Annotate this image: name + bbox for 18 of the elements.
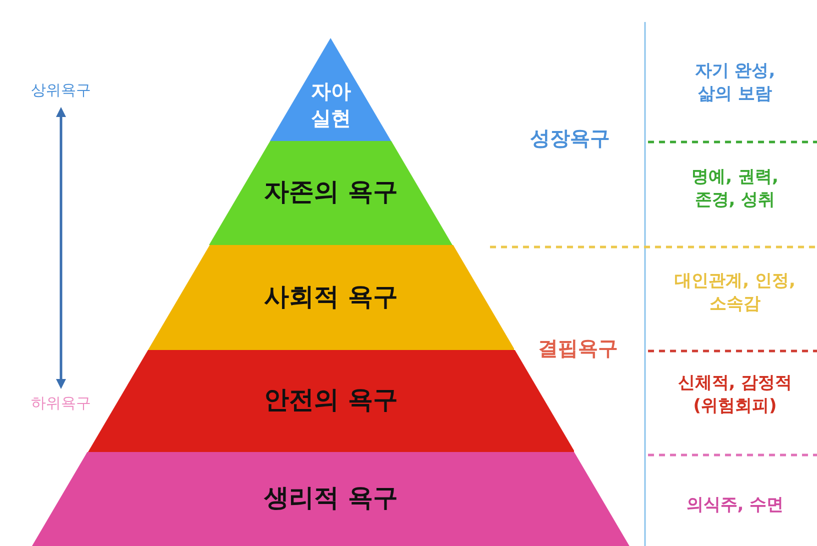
level-label: 자아 실현 xyxy=(310,78,352,132)
group-label: 성장욕구 xyxy=(529,125,611,152)
level-label: 자존의 욕구 xyxy=(263,177,399,207)
scale-label: 상위욕구 xyxy=(30,80,92,100)
group-label: 결핍욕구 xyxy=(537,335,619,362)
description-text: 신체적, 감정적 (위험회피) xyxy=(676,372,794,418)
level-label: 사회적 욕구 xyxy=(263,282,399,312)
description-text: 명예, 권력, 존경, 성취 xyxy=(690,166,780,212)
description-text: 자기 완성, 삶의 보람 xyxy=(694,60,776,106)
description-text: 의식주, 수면 xyxy=(685,494,785,517)
pyramid-band xyxy=(32,452,630,546)
level-label: 생리적 욕구 xyxy=(263,483,399,513)
scale-label: 하위욕구 xyxy=(30,393,92,414)
pyramid-band xyxy=(209,141,453,245)
pyramid-tip xyxy=(270,38,392,141)
pyramid-band xyxy=(148,245,514,350)
level-label: 안전의 욕구 xyxy=(263,385,399,415)
description-text: 대인관계, 인정, 소속감 xyxy=(674,270,796,316)
